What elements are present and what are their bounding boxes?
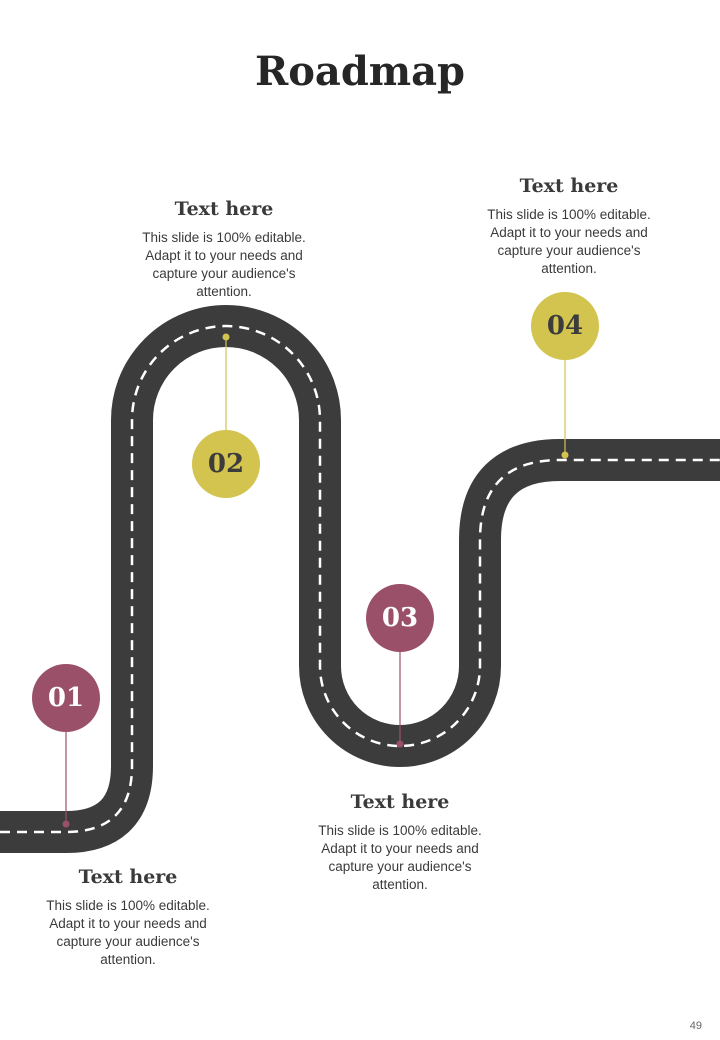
- step-01-text: Text here This slide is 100% editable. A…: [28, 866, 228, 969]
- step-03-heading: Text here: [350, 791, 450, 813]
- step-01-heading: Text here: [78, 866, 178, 888]
- step-03-text: Text here This slide is 100% editable. A…: [300, 791, 500, 894]
- step-02-heading: Text here: [174, 198, 274, 220]
- page-number: 49: [689, 1020, 702, 1032]
- road-center-dashes: [0, 324, 720, 834]
- milestone-03-dot: [396, 740, 404, 748]
- milestone-02-number: 02: [208, 449, 244, 479]
- road: [0, 305, 720, 853]
- step-02-text: Text here This slide is 100% editable. A…: [124, 198, 324, 301]
- page-title: Roadmap: [254, 48, 466, 95]
- milestone-01: 01: [32, 664, 100, 828]
- milestone-01-badge: [32, 664, 100, 732]
- milestone-04-number: 04: [547, 311, 583, 341]
- step-03-body: This slide is 100% editable. Adapt it to…: [318, 823, 482, 892]
- step-01-body: This slide is 100% editable. Adapt it to…: [46, 898, 210, 967]
- step-04-body: This slide is 100% editable. Adapt it to…: [487, 207, 651, 276]
- milestone-04-dot: [561, 451, 569, 459]
- step-04-heading: Text here: [519, 175, 619, 197]
- step-02-body: This slide is 100% editable. Adapt it to…: [142, 230, 306, 299]
- milestone-02-badge: [192, 430, 260, 498]
- milestone-03-badge: [366, 584, 434, 652]
- milestone-04: 04: [531, 292, 599, 459]
- milestone-03: 03: [366, 584, 434, 748]
- milestone-01-number: 01: [48, 683, 84, 713]
- step-04-text: Text here This slide is 100% editable. A…: [469, 175, 669, 278]
- milestone-02-dot: [222, 333, 230, 341]
- milestone-04-badge: [531, 292, 599, 360]
- milestone-02: 02: [192, 333, 260, 498]
- milestone-03-number: 03: [382, 603, 418, 633]
- milestone-01-dot: [62, 820, 70, 828]
